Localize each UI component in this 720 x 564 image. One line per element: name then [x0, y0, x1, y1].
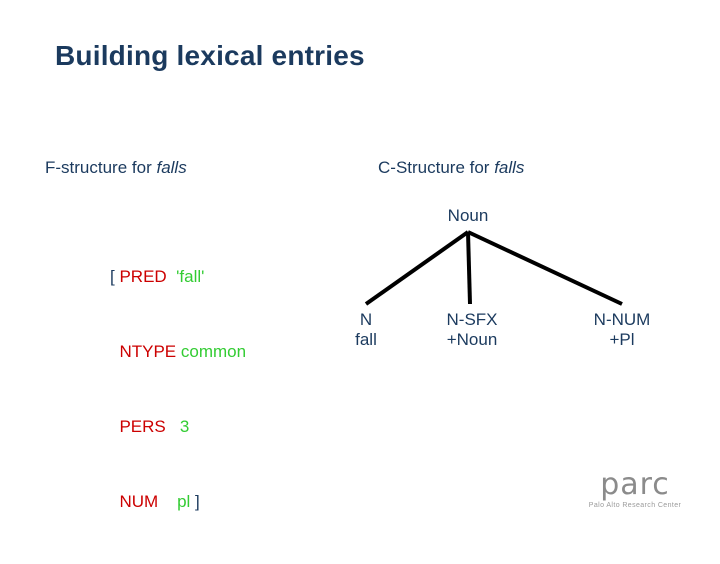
close-bracket: ]: [195, 492, 200, 511]
open-bracket: [: [110, 267, 115, 286]
fstructure-heading-prefix: F-structure for: [45, 158, 157, 177]
fstructure-row: NUM pl ]: [110, 489, 246, 514]
page-title: Building lexical entries: [55, 40, 365, 71]
tree-node-root: Noun: [438, 206, 498, 226]
tree-node-nsfx: N-SFX +Noun: [427, 310, 517, 350]
attribute-pers: PERS: [119, 417, 166, 436]
fstructure-heading: F-structure for falls: [45, 158, 187, 178]
slide: Building lexical entries F-structure for…: [45, 40, 710, 511]
cstructure-heading-word: falls: [494, 158, 525, 177]
branch-to-nsfx: [466, 231, 472, 305]
parc-logo-wordmark: parc: [600, 467, 670, 502]
value-pred: 'fall': [176, 267, 205, 286]
tree-node-nsfx-sublabel: +Noun: [446, 330, 498, 349]
tree-node-n: N fall: [344, 310, 388, 350]
tree-node-nnum-sublabel: +Pl: [609, 330, 635, 349]
cstructure-tree: Noun N fall N-SFX +Noun N-NUM +Pl: [330, 200, 710, 370]
fstructure-row: NTYPE common: [110, 339, 246, 364]
cstructure-heading: C-Structure for falls: [378, 158, 524, 178]
attribute-pred: PRED: [119, 267, 167, 286]
value-pers: 3: [179, 417, 190, 436]
fstructure-matrix: [ PRED 'fall' NTYPE common PERS 3 NUM pl…: [110, 214, 246, 564]
tree-node-root-label: Noun: [447, 206, 489, 225]
branch-to-nnum: [467, 230, 623, 306]
tree-node-nnum-label: N-NUM: [593, 310, 651, 329]
tree-branches: [364, 230, 623, 306]
cstructure-heading-prefix: C-Structure for: [378, 158, 495, 177]
fstructure-heading-word: falls: [156, 158, 187, 177]
fstructure-row: [ PRED 'fall': [110, 264, 246, 289]
branch-to-n: [364, 230, 470, 306]
attribute-num: NUM: [119, 492, 159, 511]
value-num: pl: [177, 492, 191, 511]
parc-logo-tagline: Palo Alto Research Center: [588, 502, 682, 509]
tree-node-n-label: N: [359, 310, 373, 329]
parc-logo: parc Palo Alto Research Center: [585, 467, 685, 510]
tree-node-nnum: N-NUM +Pl: [574, 310, 670, 350]
value-ntype: common: [180, 342, 247, 361]
attribute-ntype: NTYPE: [119, 342, 177, 361]
fstructure-row: PERS 3: [110, 414, 246, 439]
tree-node-nsfx-label: N-SFX: [446, 310, 498, 329]
tree-node-n-sublabel: fall: [355, 330, 377, 349]
